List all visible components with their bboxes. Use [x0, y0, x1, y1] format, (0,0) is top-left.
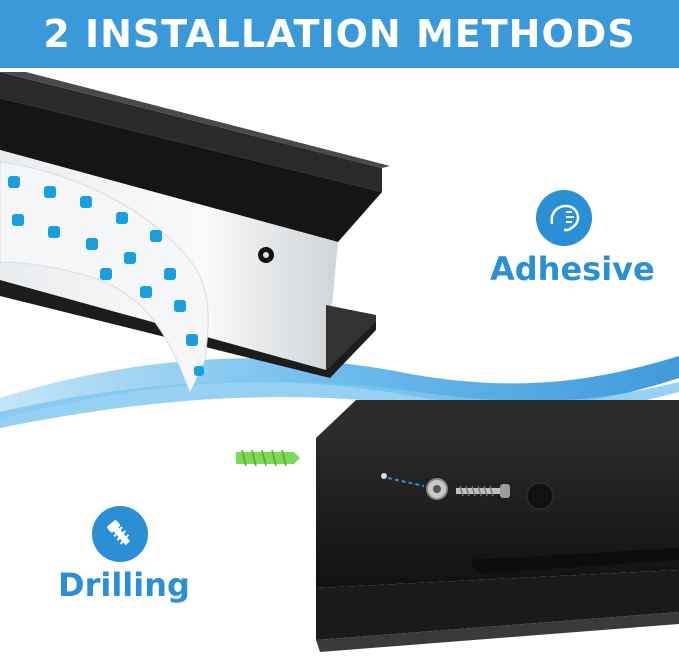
screw — [456, 484, 510, 498]
drilling-rack-illustration — [316, 400, 679, 652]
title-banner: 2 INSTALLATION METHODS — [0, 0, 679, 68]
adhesive-icon — [536, 190, 592, 246]
screw-icon — [92, 506, 148, 562]
wall-anchor — [236, 449, 300, 467]
adhesive-rack-illustration — [0, 72, 390, 394]
banner-title: 2 INSTALLATION METHODS — [43, 12, 636, 56]
adhesive-label: Adhesive — [490, 250, 655, 288]
drilling-label: Drilling — [58, 566, 190, 604]
